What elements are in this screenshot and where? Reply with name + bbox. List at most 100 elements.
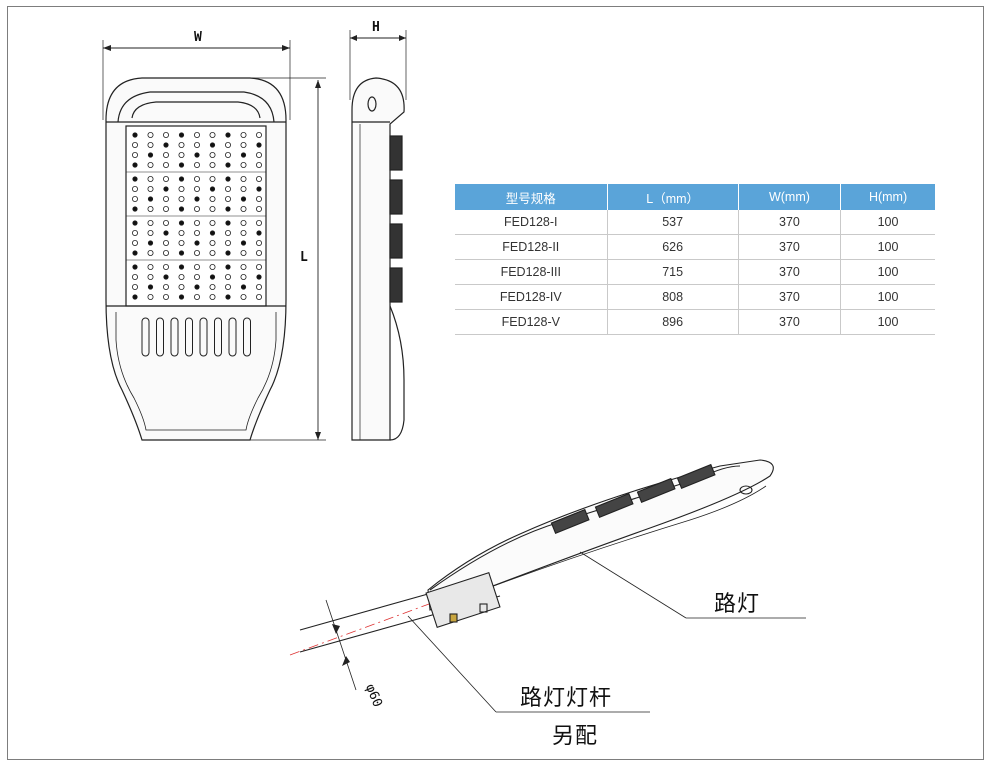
led-dot <box>178 294 185 300</box>
table-row: FED128-I 537 370 100 <box>455 210 935 235</box>
led-dot <box>162 263 169 270</box>
led-dot <box>193 219 200 226</box>
led-dot <box>240 196 247 202</box>
led-dot <box>209 195 216 202</box>
led-dot <box>255 175 262 182</box>
led-dot <box>193 161 200 168</box>
pole-callout: 路灯灯杆 <box>520 686 613 711</box>
cell-width: 370 <box>738 259 842 285</box>
led-dot <box>256 230 262 236</box>
led-dot <box>255 239 262 246</box>
led-dot <box>209 249 216 256</box>
led-dot <box>194 196 200 202</box>
cell-height: 100 <box>840 259 935 285</box>
led-dot <box>131 283 138 290</box>
led-dot <box>194 284 200 290</box>
led-dot <box>162 239 169 246</box>
led-dot <box>178 283 185 290</box>
width-label: W <box>194 30 202 45</box>
led-dot <box>163 142 169 148</box>
led-dot <box>225 132 231 138</box>
led-dot <box>132 206 138 212</box>
led-dot <box>132 132 138 138</box>
led-dot <box>255 161 262 168</box>
led-dot <box>209 161 216 168</box>
led-dot <box>224 151 231 158</box>
length-label: L <box>300 250 308 265</box>
led-dot <box>255 195 262 202</box>
led-dot <box>131 151 138 158</box>
cell-width: 370 <box>738 210 842 235</box>
cell-model: FED128-II <box>455 234 608 260</box>
led-dot <box>147 240 154 246</box>
led-dot <box>255 205 262 212</box>
height-label: H <box>372 20 380 35</box>
table-row: FED128-IV 808 370 100 <box>455 284 935 310</box>
side-view <box>349 30 407 441</box>
cell-height: 100 <box>840 309 935 335</box>
cell-width: 370 <box>738 284 842 310</box>
vent-slot <box>156 317 164 357</box>
led-dot <box>194 152 200 158</box>
led-dot <box>255 131 262 138</box>
led-dot <box>131 141 138 148</box>
led-dot <box>240 240 247 246</box>
led-dot <box>240 152 247 158</box>
led-dot <box>240 284 247 290</box>
led-dot <box>162 175 169 182</box>
led-dot <box>178 141 185 148</box>
led-dot <box>147 229 154 236</box>
led-dot <box>209 263 216 270</box>
led-dot <box>147 293 154 300</box>
front-view <box>102 40 326 441</box>
vent-slot <box>243 317 251 357</box>
led-dot <box>240 229 247 236</box>
led-dot <box>256 274 262 280</box>
led-dot <box>163 274 169 280</box>
led-dot <box>178 264 185 270</box>
led-dot <box>163 186 169 192</box>
led-dot <box>240 141 247 148</box>
led-dot <box>147 175 154 182</box>
led-dot <box>147 219 154 226</box>
led-dot <box>178 195 185 202</box>
led-dot <box>240 131 247 138</box>
vent-slot <box>170 317 179 357</box>
led-dot <box>224 273 231 280</box>
cell-length: 626 <box>607 234 739 260</box>
cell-model: FED128-V <box>455 309 608 335</box>
led-dot <box>209 274 216 280</box>
led-dot <box>131 195 138 202</box>
led-dot <box>193 263 200 270</box>
led-dot <box>162 195 169 202</box>
led-dot <box>224 141 231 148</box>
vent-slot <box>228 317 237 357</box>
led-dot <box>147 284 154 290</box>
led-dot <box>147 249 154 256</box>
led-dot <box>255 151 262 158</box>
table-row: FED128-V 896 370 100 <box>455 309 935 335</box>
led-dot <box>193 229 200 236</box>
lamp-callout: 路灯 <box>714 592 761 617</box>
led-dot <box>178 239 185 246</box>
vent-slot <box>214 317 222 357</box>
led-dot <box>209 219 216 226</box>
led-dot <box>255 293 262 300</box>
cell-model: FED128-IV <box>455 284 608 310</box>
led-dot <box>240 249 247 256</box>
led-dot <box>162 219 169 226</box>
header-length: L（mm） <box>607 184 739 210</box>
led-dot <box>194 240 200 246</box>
led-dot <box>132 176 138 182</box>
led-dot <box>224 229 231 236</box>
drawing-frame <box>7 6 984 760</box>
led-dot <box>224 185 231 192</box>
led-dot <box>147 205 154 212</box>
led-dot <box>255 283 262 290</box>
cell-length: 537 <box>607 210 739 235</box>
led-dot <box>132 220 138 226</box>
led-dot <box>132 294 138 300</box>
cell-model: FED128-I <box>455 210 608 235</box>
led-dot <box>178 185 185 192</box>
led-dot <box>147 196 154 202</box>
